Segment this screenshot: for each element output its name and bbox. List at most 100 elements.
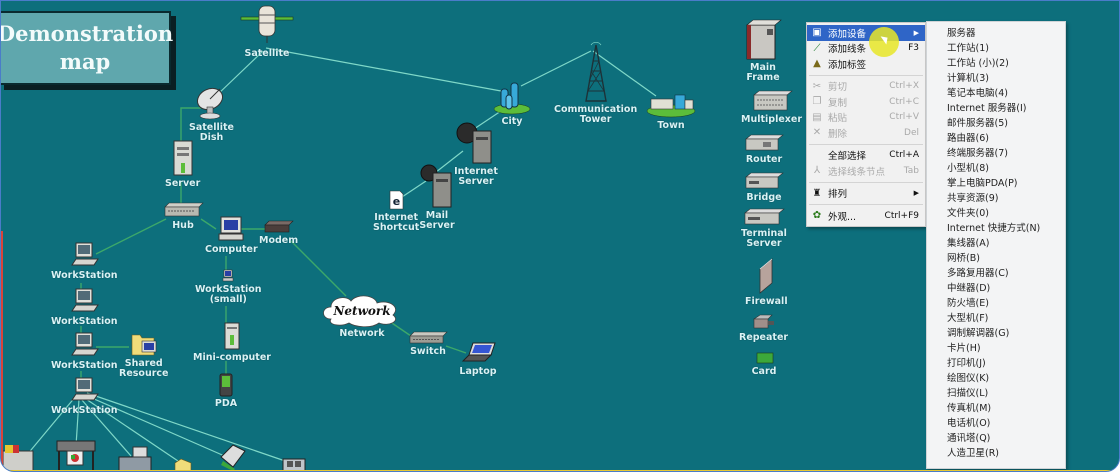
palette-item-card[interactable]: Card: [745, 351, 783, 377]
node-workstation-3[interactable]: WorkStation: [51, 331, 118, 371]
submenu-item[interactable]: 文件夹(0): [947, 208, 989, 219]
submenu-item[interactable]: 共享资源(9): [947, 193, 999, 204]
internet-server-icon: [456, 122, 492, 164]
submenu-item[interactable]: 服务器: [947, 28, 976, 39]
menu-item-copy[interactable]: ❐ 复制 Ctrl+C: [807, 94, 925, 110]
node-workstation-2[interactable]: WorkStation: [51, 287, 118, 327]
menu-item-select-all[interactable]: 全部选择 Ctrl+A: [807, 148, 925, 164]
telephone-icon[interactable]: [282, 458, 306, 472]
node-hub[interactable]: Hub: [161, 201, 205, 231]
node-town[interactable]: Town: [645, 91, 697, 131]
link-workstation-fax: [80, 398, 132, 457]
submenu-item[interactable]: Internet 快捷方式(N): [947, 223, 1041, 234]
submenu-item[interactable]: 多路复用器(C): [947, 268, 1009, 279]
node-server[interactable]: Server: [165, 139, 200, 189]
diagram-title[interactable]: Demonstration map: [1, 11, 173, 85]
node-mail-server[interactable]: Mail Server: [417, 163, 457, 231]
node-internet-server[interactable]: Internet Server: [453, 121, 499, 187]
submenu-item[interactable]: 工作站 (小)(2): [947, 58, 1009, 69]
submenu-item[interactable]: 调制解调器(G): [947, 328, 1010, 339]
menu-item-add-line[interactable]: ⟋ 添加线条 F3: [807, 41, 925, 57]
submenu-item[interactable]: 网桥(B): [947, 253, 980, 264]
palette-item-router[interactable]: Router: [743, 133, 785, 165]
submenu-item[interactable]: 防火墙(E): [947, 298, 989, 309]
palette-item-bridge[interactable]: Bridge: [743, 171, 785, 203]
annotation-border: [1, 231, 3, 471]
switch-icon: [409, 331, 448, 344]
submenu-item[interactable]: 计算机(3): [947, 73, 989, 84]
node-internet-shortcut[interactable]: e Internet Shortcut: [373, 189, 419, 233]
context-menu: ▣ 添加设备 ▶ ⟋ 添加线条 F3 ▲ 添加标签 ✂ 剪切 Ctrl+X ❐ …: [806, 22, 926, 227]
printer-icon[interactable]: [2, 445, 34, 471]
copy-icon: ❐: [812, 96, 822, 107]
submenu-item[interactable]: 路由器(6): [947, 133, 989, 144]
menu-item-select-line-node[interactable]: ⅄ 选择线条节点 Tab: [807, 163, 925, 179]
node-mini-computer[interactable]: Mini-computer: [193, 321, 271, 363]
submenu-item[interactable]: 卡片(H): [947, 343, 981, 354]
node-communication-tower[interactable]: Communication Tower: [554, 41, 637, 125]
menu-item-label: 剪切: [828, 82, 848, 94]
pda-icon: [219, 373, 233, 397]
submenu-item[interactable]: 打印机(J): [947, 358, 986, 369]
submenu-item[interactable]: 笔记本电脑(4): [947, 88, 1008, 99]
palette-item-firewall[interactable]: Firewall: [745, 257, 788, 307]
submenu-item[interactable]: 绘图仪(K): [947, 373, 990, 384]
node-label: City: [501, 116, 523, 127]
submenu-item[interactable]: 小型机(8): [947, 163, 989, 174]
submenu-item[interactable]: 通讯塔(Q): [947, 433, 991, 444]
palette-item-mainframe[interactable]: Main Frame: [743, 19, 783, 83]
submenu-item[interactable]: 中继器(D): [947, 283, 991, 294]
menu-item-add-device[interactable]: ▣ 添加设备 ▶: [807, 25, 925, 41]
link-city-tower: [520, 50, 592, 87]
submenu-item[interactable]: 大型机(F): [947, 313, 989, 324]
menu-item-arrange[interactable]: ♜ 排列 ▶: [807, 186, 925, 202]
folder-icon[interactable]: [174, 458, 192, 472]
submenu-item[interactable]: 传真机(M): [947, 403, 992, 414]
submenu-item[interactable]: 掌上电脑PDA(P): [947, 178, 1018, 189]
node-shared-resource[interactable]: Shared Resource: [119, 331, 168, 379]
submenu-item[interactable]: 工作站(1): [947, 43, 989, 54]
palette-item-repeater[interactable]: Repeater: [739, 313, 788, 343]
node-workstation-1[interactable]: WorkStation: [51, 241, 118, 281]
node-pda[interactable]: PDA: [211, 373, 241, 409]
submenu-item[interactable]: Internet 服务器(I): [947, 103, 1027, 114]
submenu-item[interactable]: 邮件服务器(5): [947, 118, 1008, 129]
node-switch[interactable]: Switch: [407, 331, 449, 357]
node-label: Shared Resource: [119, 358, 169, 379]
menu-item-delete[interactable]: ✕ 删除 Del: [807, 125, 925, 141]
menu-item-appearance[interactable]: ✿ 外观... Ctrl+F9: [807, 208, 925, 224]
palette-item-terminal-server[interactable]: Terminal Server: [741, 207, 787, 249]
submenu-item[interactable]: 扫描仪(L): [947, 388, 989, 399]
node-modem[interactable]: Modem: [259, 220, 298, 246]
satellite-dish-icon: [196, 87, 223, 120]
node-city[interactable]: City: [491, 81, 533, 127]
menu-item-label: 选择线条节点: [828, 166, 886, 178]
node-workstation-small[interactable]: WorkStation (small): [195, 269, 262, 305]
select-node-icon: ⅄: [813, 165, 821, 176]
node-label: WorkStation (small): [195, 284, 262, 305]
mainframe-icon: [746, 19, 782, 60]
plotter-icon[interactable]: [56, 440, 96, 472]
scanner-icon[interactable]: [220, 444, 246, 471]
node-satellite[interactable]: Satellite: [239, 3, 295, 59]
node-network[interactable]: Network Network: [319, 293, 405, 339]
node-laptop[interactable]: Laptop: [457, 341, 499, 377]
menu-item-paste[interactable]: ▤ 粘贴 Ctrl+V: [807, 110, 925, 126]
node-workstation-4[interactable]: WorkStation: [51, 376, 118, 416]
palette-item-multiplexer[interactable]: Multiplexer: [741, 89, 802, 125]
node-computer[interactable]: Computer: [205, 215, 258, 255]
fax-icon[interactable]: [118, 446, 152, 472]
link-workstation-folder: [82, 396, 182, 464]
menu-item-cut[interactable]: ✂ 剪切 Ctrl+X: [807, 79, 925, 95]
palette-label: Card: [751, 366, 777, 377]
menu-item-add-label[interactable]: ▲ 添加标签: [807, 56, 925, 72]
network-cloud-icon: Network: [323, 295, 396, 327]
link-satellite-dish: [215, 50, 264, 97]
submenu-item[interactable]: 人造卫星(R): [947, 448, 1000, 459]
submenu-item[interactable]: 集线器(A): [947, 238, 990, 249]
submenu-item[interactable]: 电话机(O): [947, 418, 991, 429]
node-label: Mail Server: [419, 210, 455, 231]
node-satellite-dish[interactable]: Satellite Dish: [189, 85, 234, 143]
submenu-item[interactable]: 终端服务器(7): [947, 148, 1008, 159]
